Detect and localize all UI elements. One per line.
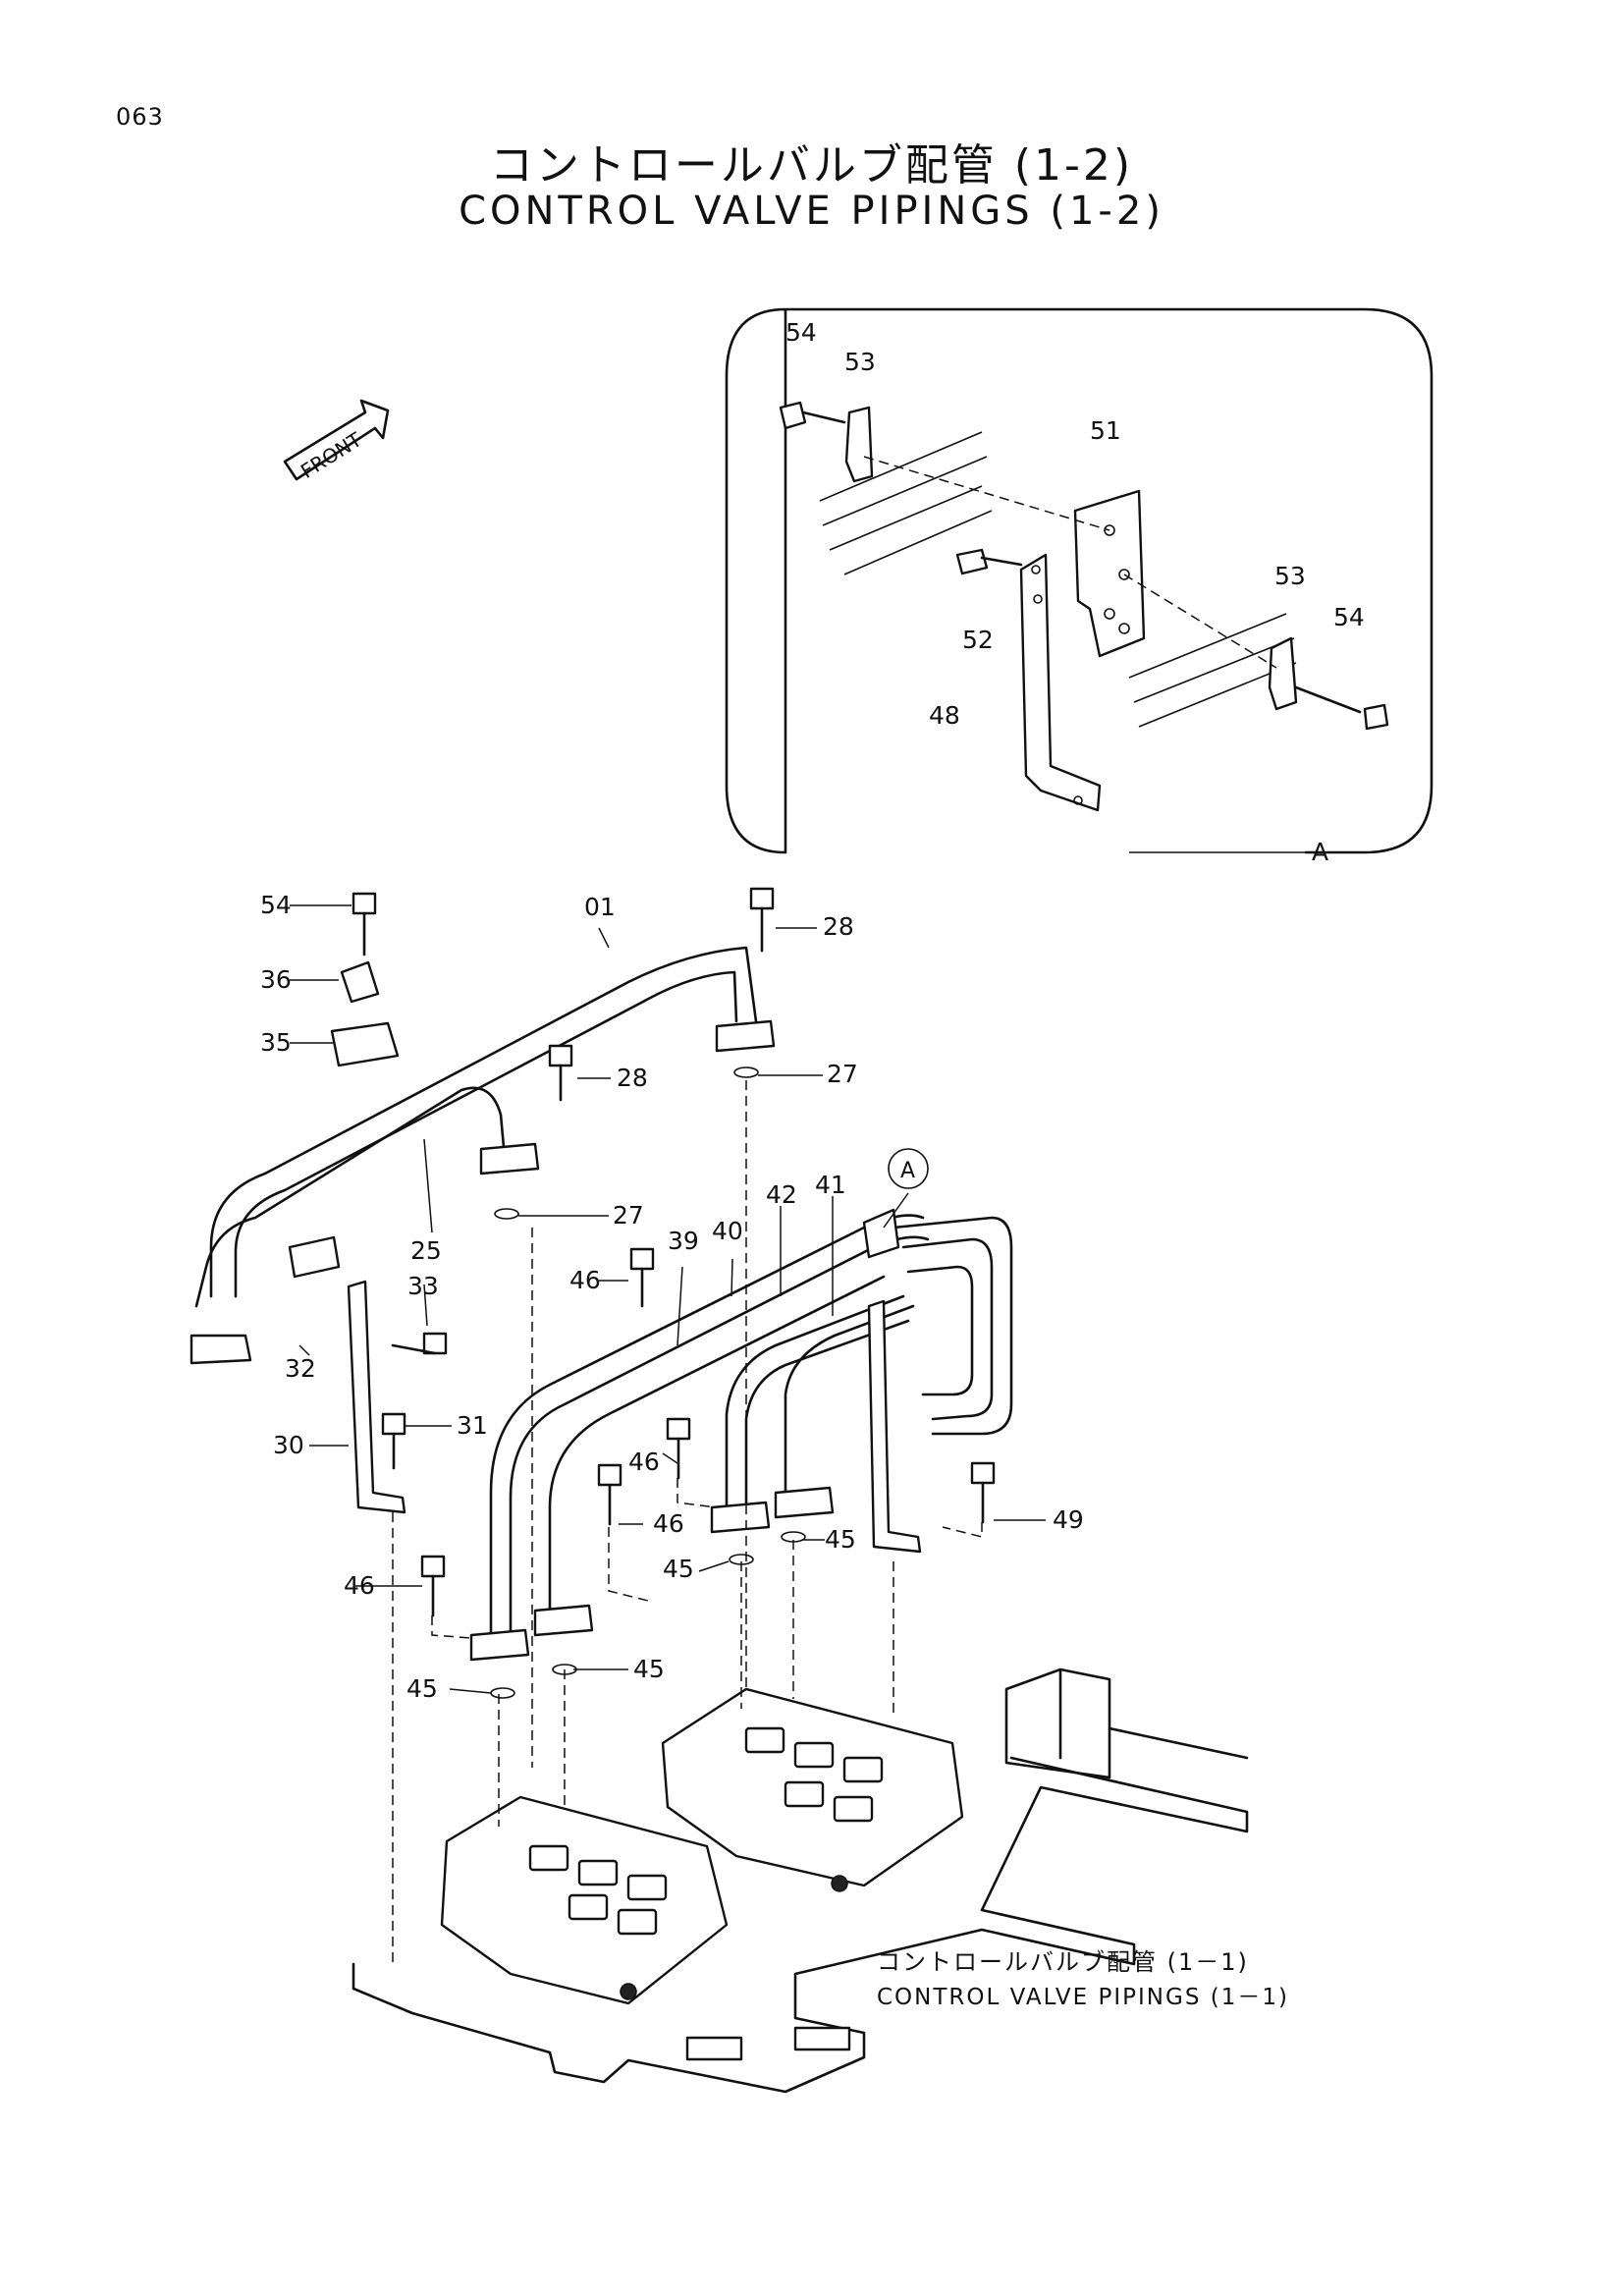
reference-note-english: CONTROL VALVE PIPINGS (1－1) bbox=[877, 1985, 1289, 2010]
callout-label: 39 bbox=[668, 1227, 699, 1255]
page-title-english: CONTROL VALVE PIPINGS (1-2) bbox=[459, 189, 1164, 234]
callout-label: 01 bbox=[584, 893, 616, 921]
callout-label: 28 bbox=[823, 912, 854, 941]
callout-label: 41 bbox=[815, 1171, 846, 1199]
callout-label: 28 bbox=[617, 1064, 648, 1092]
callout-label: 52 bbox=[962, 626, 994, 654]
callout-label: 48 bbox=[929, 701, 960, 730]
callout-label: 45 bbox=[406, 1674, 438, 1703]
callout-label: 31 bbox=[457, 1411, 488, 1440]
callout-label: 27 bbox=[827, 1060, 858, 1088]
callout-label: 42 bbox=[766, 1180, 797, 1209]
callout-label: 27 bbox=[613, 1201, 644, 1230]
pipe-assembly bbox=[189, 887, 1013, 1699]
main-callouts: 54 01 28 36 35 28 27 27 25 A 41 42 40 39… bbox=[260, 891, 1084, 1703]
detail-a-marker: A bbox=[900, 1159, 915, 1183]
callout-label: 46 bbox=[653, 1509, 684, 1538]
callout-label: 30 bbox=[273, 1431, 304, 1459]
callout-label: 40 bbox=[712, 1217, 743, 1245]
front-label: FRONT bbox=[297, 427, 366, 483]
callout-label: 25 bbox=[410, 1236, 442, 1265]
callout-label: 49 bbox=[1053, 1505, 1084, 1534]
callout-label: 45 bbox=[825, 1525, 856, 1554]
callout-label: 32 bbox=[285, 1354, 316, 1383]
callout-label: 51 bbox=[1090, 416, 1121, 445]
callout-label: 54 bbox=[1333, 603, 1365, 631]
detail-view-a: A bbox=[725, 307, 1434, 866]
page-number: 063 bbox=[116, 103, 164, 131]
callout-label: 46 bbox=[628, 1448, 660, 1476]
callout-label: 54 bbox=[260, 891, 292, 919]
leader-lines bbox=[290, 904, 1046, 1694]
callout-label: 35 bbox=[260, 1028, 292, 1057]
front-arrow: FRONT bbox=[283, 399, 390, 483]
callout-label: 36 bbox=[260, 965, 292, 994]
callout-label: 53 bbox=[844, 348, 876, 376]
callout-label: 46 bbox=[569, 1266, 601, 1294]
callout-label: 54 bbox=[785, 318, 817, 347]
callout-label: 45 bbox=[633, 1655, 665, 1683]
callout-label: 33 bbox=[407, 1272, 439, 1300]
alignment-lines bbox=[392, 1080, 983, 1964]
reference-note-japanese: コントロールバルブ配管 (1－1) bbox=[877, 1948, 1249, 1976]
callout-label: 53 bbox=[1274, 562, 1306, 590]
detail-callouts: 54 53 51 52 53 54 48 bbox=[785, 318, 1365, 730]
callout-label: 46 bbox=[344, 1571, 375, 1600]
page-title-japanese: コントロールバルブ配管 (1-2) bbox=[489, 140, 1134, 191]
callout-label: 45 bbox=[663, 1555, 694, 1583]
control-valves bbox=[352, 1667, 1249, 2094]
bolts bbox=[352, 887, 996, 1617]
detail-view-letter: A bbox=[1312, 838, 1328, 866]
